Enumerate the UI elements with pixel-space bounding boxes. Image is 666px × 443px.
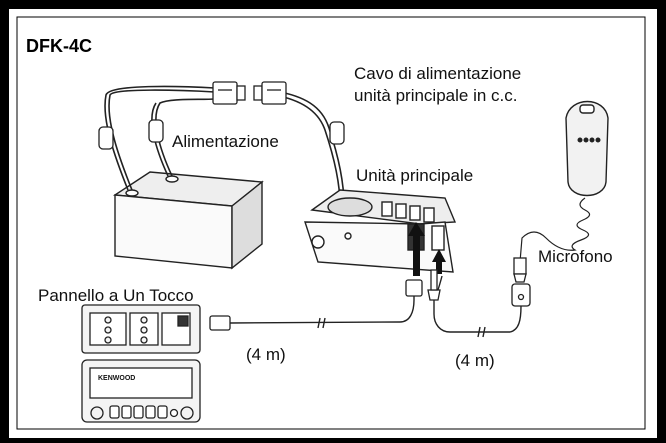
dc-cable-label-line1: Cavo di alimentazione bbox=[354, 64, 522, 83]
panel-cable-plugs bbox=[209, 279, 423, 331]
mic-adapter-plug bbox=[427, 269, 441, 301]
panel-cable bbox=[229, 280, 415, 324]
mic-plug bbox=[511, 257, 531, 307]
one-touch-panel-rear bbox=[81, 304, 201, 354]
main-unit-label: Unità principale bbox=[356, 166, 474, 185]
power-connectors bbox=[212, 81, 287, 105]
panel-brand-label: KENWOOD bbox=[98, 375, 136, 382]
one-touch-panel-label: Pannello a Un Tocco bbox=[38, 286, 194, 305]
diagram-title: DFK-4C bbox=[26, 36, 92, 56]
connection-arrows bbox=[408, 222, 446, 276]
power-supply-label: Alimentazione bbox=[172, 132, 279, 151]
microphone bbox=[565, 101, 609, 197]
main-unit bbox=[304, 189, 457, 273]
one-touch-panel-front bbox=[81, 359, 201, 423]
microphone-cord bbox=[519, 197, 591, 263]
mic-extension-cable bbox=[433, 275, 522, 333]
cable-break-marks bbox=[317, 317, 486, 338]
microphone-label: Microfono bbox=[538, 247, 613, 266]
cable-length-left-label: (4 m) bbox=[246, 345, 286, 364]
fuse-holders bbox=[98, 119, 345, 150]
cable-length-right-label: (4 m) bbox=[455, 351, 495, 370]
dc-cable-label-line2: unità principale in c.c. bbox=[354, 86, 518, 105]
battery bbox=[112, 171, 264, 270]
